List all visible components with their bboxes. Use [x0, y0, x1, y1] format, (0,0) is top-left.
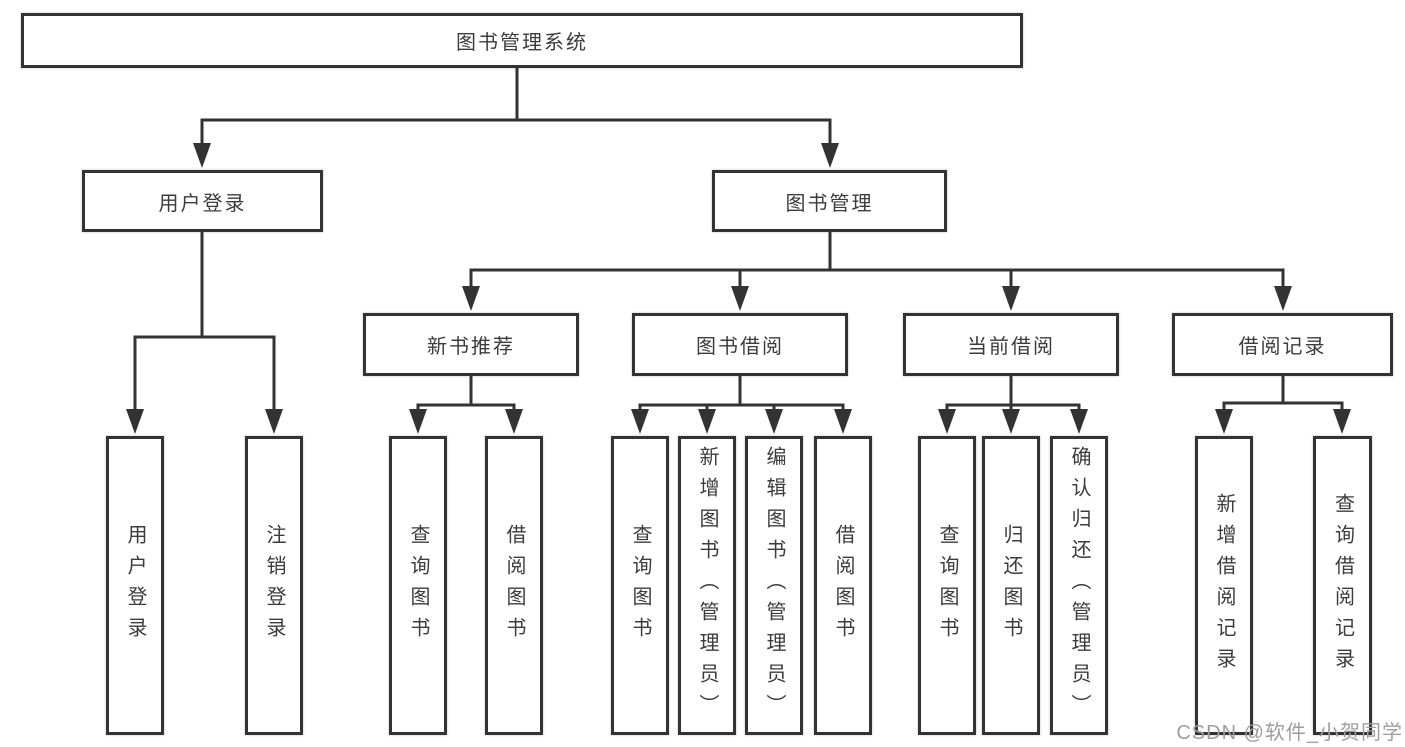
node-leaf-logout: 注销登录: [245, 436, 303, 735]
node-new-book-recommend: 新书推荐: [363, 313, 579, 376]
node-leaf-add-book-admin: 新增图书（管理员）: [678, 436, 736, 735]
node-book-management-branch: 图书管理: [712, 170, 947, 232]
node-leaf-query-books-borrow: 查询图书: [611, 436, 669, 735]
node-leaf-edit-book-admin: 编辑图书（管理员）: [745, 436, 803, 735]
node-leaf-user-login: 用户登录: [106, 436, 164, 735]
node-leaf-borrow-books: 借阅图书: [814, 436, 872, 735]
node-leaf-borrow-books-recommend: 借阅图书: [485, 436, 543, 735]
node-leaf-return-book: 归还图书: [982, 436, 1040, 735]
node-leaf-query-books-recommend: 查询图书: [389, 436, 447, 735]
node-leaf-query-books-current: 查询图书: [918, 436, 976, 735]
node-leaf-add-borrow-record: 新增借阅记录: [1195, 436, 1253, 735]
csdn-watermark: CSDN @软件_小贺同学: [1176, 722, 1403, 744]
node-leaf-confirm-return-admin: 确认归还（管理员）: [1050, 436, 1108, 735]
node-user-login-branch: 用户登录: [82, 170, 323, 232]
node-current-borrow: 当前借阅: [903, 313, 1119, 376]
node-root-system: 图书管理系统: [21, 13, 1023, 68]
node-leaf-query-borrow-record: 查询借阅记录: [1313, 436, 1372, 735]
node-book-borrow: 图书借阅: [632, 313, 848, 376]
node-borrow-records: 借阅记录: [1172, 313, 1393, 376]
